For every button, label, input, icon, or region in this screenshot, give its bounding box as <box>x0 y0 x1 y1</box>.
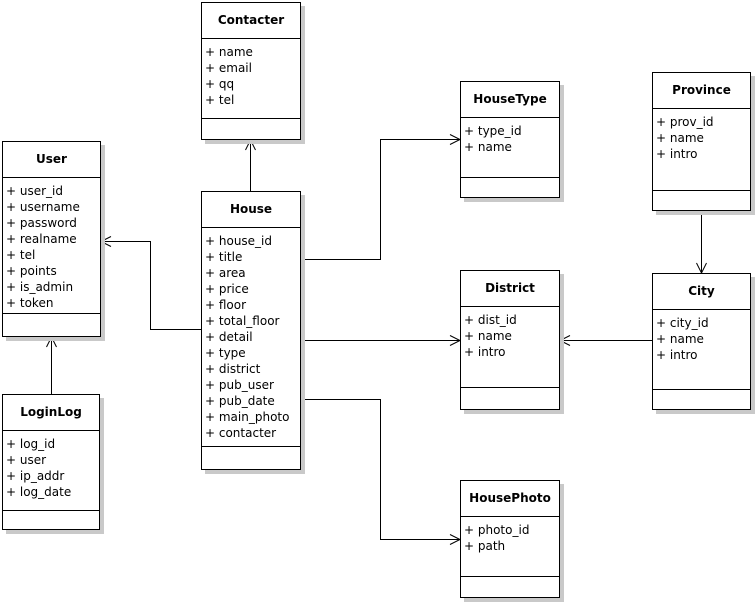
entity-attributes: + name + email + qq + tel <box>202 39 300 119</box>
entity-footer <box>461 388 559 409</box>
entity-contacter[interactable]: Contacter + name + email + qq + tel <box>201 2 301 140</box>
attribute-row: + dist_id <box>464 313 517 327</box>
connector-province-city[interactable] <box>696 211 707 275</box>
entity-title: HouseType <box>461 82 559 118</box>
entity-attributes: + user_id + username + password + realname +… <box>3 178 100 314</box>
attribute-row: + prov_id <box>656 115 714 129</box>
attribute-row: + tel <box>205 93 235 107</box>
attribute-row: + photo_id <box>464 523 530 537</box>
connector-house-district[interactable] <box>301 335 462 346</box>
entity-attributes: + type_id + name <box>461 118 559 178</box>
attribute-row: + user_id <box>6 184 63 198</box>
attribute-row: + name <box>464 329 512 343</box>
entity-house[interactable]: House + house_id + title + area + price + fl… <box>201 191 301 470</box>
entity-title: Contacter <box>202 3 300 39</box>
attribute-row: + total_floor <box>205 314 280 328</box>
entity-footer <box>202 447 300 469</box>
attribute-row: + price <box>205 282 249 296</box>
attribute-row: + path <box>464 539 506 553</box>
attribute-row: + main_photo <box>205 410 290 424</box>
entity-footer <box>653 191 750 210</box>
entity-user[interactable]: User + user_id + username + password + real… <box>2 141 101 337</box>
attribute-row: + floor <box>205 298 247 312</box>
attribute-row: + name <box>464 140 512 154</box>
entity-title: City <box>653 274 750 310</box>
entity-housetype[interactable]: HouseType + type_id + name <box>460 81 560 198</box>
attribute-row: + tel <box>6 248 36 262</box>
attribute-row: + type <box>205 346 246 360</box>
attribute-row: + intro <box>656 348 698 362</box>
entity-title: District <box>461 271 559 307</box>
entity-footer <box>653 390 750 409</box>
entity-attributes: + log_id + user + ip_addr + log_date <box>3 431 99 511</box>
attribute-row: + log_date <box>6 485 72 499</box>
connector-house-housetype[interactable] <box>301 134 462 260</box>
attribute-row: + house_id <box>205 234 273 248</box>
connector-house-user[interactable] <box>99 236 201 330</box>
attribute-row: + user <box>6 453 47 467</box>
entity-title: House <box>202 192 300 228</box>
entity-footer <box>461 577 559 597</box>
attribute-row: + title <box>205 250 243 264</box>
entity-attributes: + city_id + name + intro <box>653 310 750 390</box>
attribute-row: + name <box>656 332 704 346</box>
entity-province[interactable]: Province + prov_id + name + intro <box>652 72 751 211</box>
entity-city[interactable]: City + city_id + name + intro <box>652 273 751 410</box>
attribute-row: + pub_user <box>205 378 274 392</box>
connector-loginlog-user[interactable] <box>46 335 57 394</box>
attribute-row: + is_admin <box>6 280 74 294</box>
connector-house-housephoto[interactable] <box>301 399 462 545</box>
entity-title: User <box>3 142 100 178</box>
attribute-row: + pub_date <box>205 394 275 408</box>
attribute-row: + area <box>205 266 246 280</box>
attribute-row: + realname <box>6 232 77 246</box>
entity-title: Province <box>653 73 750 109</box>
entity-footer <box>461 178 559 197</box>
entity-title: LoginLog <box>3 395 99 431</box>
attribute-row: + contacter <box>205 426 277 440</box>
attribute-row: + ip_addr <box>6 469 65 483</box>
entity-attributes: + photo_id + path <box>461 517 559 577</box>
entity-housephoto[interactable]: HousePhoto + photo_id + path <box>460 480 560 598</box>
attribute-row: + name <box>656 131 704 145</box>
attribute-row: + intro <box>464 345 506 359</box>
connector-city-district[interactable] <box>558 335 652 346</box>
entity-footer <box>3 314 100 336</box>
attribute-row: + intro <box>656 147 698 161</box>
attribute-row: + password <box>6 216 77 230</box>
attribute-row: + token <box>6 296 54 310</box>
attribute-row: + points <box>6 264 57 278</box>
attribute-row: + city_id <box>656 316 709 330</box>
attribute-row: + name <box>205 45 253 59</box>
entity-attributes: + prov_id + name + intro <box>653 109 750 191</box>
attribute-row: + district <box>205 362 261 376</box>
connector-house-contacter[interactable] <box>245 138 256 191</box>
attribute-row: + email <box>205 61 252 75</box>
attribute-row: + username <box>6 200 80 214</box>
attribute-row: + qq <box>205 77 235 91</box>
entity-district[interactable]: District + dist_id + name + intro <box>460 270 560 410</box>
attribute-row: + log_id <box>6 437 56 451</box>
entity-loginlog[interactable]: LoginLog + log_id + user + ip_addr + log_da… <box>2 394 100 530</box>
entity-footer <box>202 119 300 139</box>
entity-attributes: + dist_id + name + intro <box>461 307 559 388</box>
entity-attributes: + house_id + title + area + price + floor + t… <box>202 228 300 447</box>
attribute-row: + type_id <box>464 124 522 138</box>
entity-title: HousePhoto <box>461 481 559 517</box>
entity-footer <box>3 511 99 529</box>
attribute-row: + detail <box>205 330 253 344</box>
